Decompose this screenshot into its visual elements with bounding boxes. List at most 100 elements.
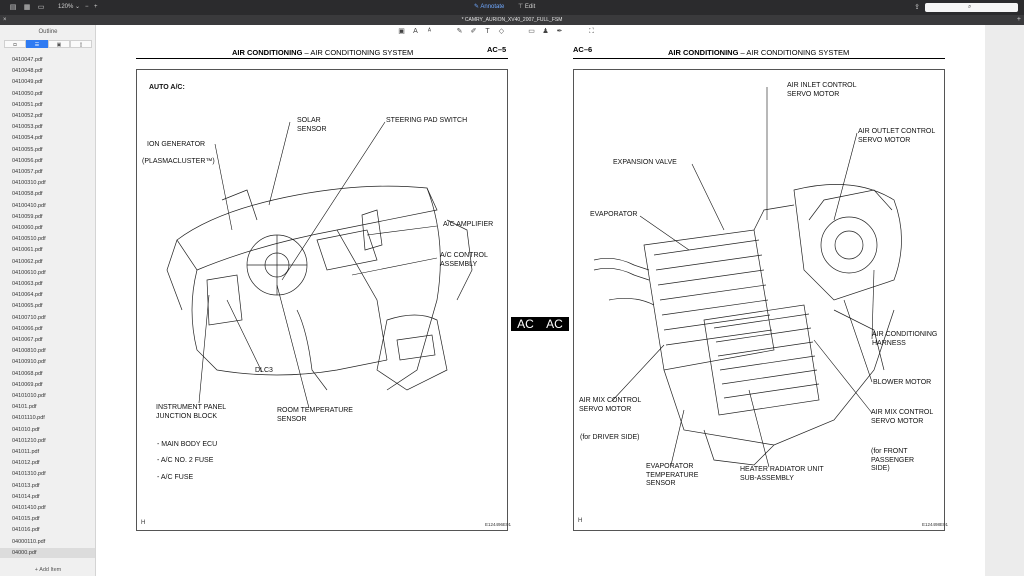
outline-item[interactable]: 041013.pdf [0, 481, 95, 491]
instrument-panel-label: INSTRUMENT PANEL JUNCTION BLOCK [156, 404, 226, 421]
pen-icon[interactable]: ✎ [455, 28, 464, 36]
scroll-gutter[interactable] [985, 25, 1024, 576]
outline-item[interactable]: 041014.pdf [0, 492, 95, 502]
pages-tab[interactable]: ▯ [70, 40, 92, 48]
outline-item[interactable]: 041016.pdf [0, 525, 95, 535]
ac-harness-label: AIR CONDITIONING HARNESS [872, 331, 937, 348]
outline-item[interactable]: 04101310.pdf [0, 469, 95, 479]
left-page-code: AC–5 [487, 45, 506, 54]
zoom-in-button[interactable]: + [94, 3, 98, 12]
edit-button[interactable]: ⊤ Edit [518, 3, 535, 12]
steering-pad-label: STEERING PAD SWITCH [386, 117, 467, 126]
outline-item[interactable]: 041010.pdf [0, 425, 95, 435]
right-page-header: AIR CONDITIONING – AIR CONDITIONING SYST… [668, 48, 849, 57]
left-figure-panel: AUTO A/C: SOLAR SENSOR STEERING PAD SWIT… [136, 69, 508, 531]
note-ac-no2-fuse: - A/C NO. 2 FUSE [157, 457, 213, 466]
outline-item[interactable]: 0410056.pdf [0, 156, 95, 166]
driver-side-label: (for DRIVER SIDE) [580, 434, 640, 443]
outline-item[interactable]: 0410057.pdf [0, 167, 95, 177]
outline-item[interactable]: 04101110.pdf [0, 413, 95, 423]
outline-item[interactable]: 0410049.pdf [0, 77, 95, 87]
outline-item[interactable]: 041015.pdf [0, 514, 95, 524]
outline-item[interactable]: 04101.pdf [0, 402, 95, 412]
outline-item[interactable]: 04100510.pdf [0, 234, 95, 244]
zoom-select[interactable]: 120% ⌄ [58, 3, 80, 12]
sidebar-icon[interactable]: ▤ [8, 3, 18, 12]
outline-item[interactable]: 0410059.pdf [0, 212, 95, 222]
outline-item[interactable]: 0410061.pdf [0, 245, 95, 255]
outline-item[interactable]: 0410067.pdf [0, 335, 95, 345]
ac-tab-left: AC [511, 317, 540, 331]
signature-icon[interactable]: ✒ [555, 28, 564, 36]
annotate-button[interactable]: ✎ Annotate [474, 3, 504, 12]
outline-item[interactable]: 0410062.pdf [0, 257, 95, 267]
grid-icon[interactable]: ▦ [22, 3, 32, 12]
share-icon[interactable]: ⇪ [912, 3, 922, 12]
outline-item[interactable]: 0410066.pdf [0, 324, 95, 334]
stamp-icon[interactable]: ♟ [541, 28, 550, 36]
outline-item[interactable]: 0410052.pdf [0, 111, 95, 121]
solar-sensor-label: SOLAR SENSOR [297, 117, 327, 134]
outline-item[interactable]: 0410065.pdf [0, 301, 95, 311]
outline-item[interactable]: 0410068.pdf [0, 369, 95, 379]
outline-item[interactable]: 041012.pdf [0, 458, 95, 468]
outline-item[interactable]: 04100610.pdf [0, 268, 95, 278]
left-page-header: AIR CONDITIONING – AIR CONDITIONING SYST… [232, 48, 413, 57]
zoom-out-button[interactable]: − [85, 3, 89, 12]
outline-item[interactable]: 0410047.pdf [0, 55, 95, 65]
blower-motor-label: BLOWER MOTOR [873, 379, 931, 388]
outline-item[interactable]: 04101410.pdf [0, 503, 95, 513]
text-box-icon[interactable]: ▣ [397, 28, 406, 36]
right-page-code: AC–6 [573, 45, 592, 54]
outline-item[interactable]: 04000.pdf [0, 548, 95, 558]
font-icon[interactable]: ᴬ [425, 28, 434, 36]
plasmacluster-label: (PLASMACLUSTER™) [142, 158, 215, 167]
outline-item[interactable]: 0410053.pdf [0, 122, 95, 132]
shapes-icon[interactable]: ◇ [497, 28, 506, 36]
outline-item[interactable]: 04101210.pdf [0, 436, 95, 446]
outline-item[interactable]: 0410051.pdf [0, 100, 95, 110]
ac-amplifier-label: A/C AMPLIFIER [443, 221, 493, 230]
highlighter-icon[interactable]: ✐ [469, 28, 478, 36]
outline-item[interactable]: 0410050.pdf [0, 89, 95, 99]
outline-item[interactable]: 0410048.pdf [0, 66, 95, 76]
outline-item[interactable]: 0410055.pdf [0, 145, 95, 155]
search-input[interactable]: ⌕ [925, 3, 1018, 12]
outline-item[interactable]: 0410058.pdf [0, 189, 95, 199]
outline-item[interactable]: 04000110.pdf [0, 537, 95, 547]
outline-item[interactable]: 041011.pdf [0, 447, 95, 457]
right-header-rule [573, 58, 945, 59]
air-inlet-label: AIR INLET CONTROL SERVO MOTOR [787, 82, 857, 99]
outline-item[interactable]: 04100310.pdf [0, 178, 95, 188]
ac-tab-right: AC [540, 317, 569, 331]
outline-item[interactable]: 04100910.pdf [0, 357, 95, 367]
outline-sidebar: Outline ◘ ☰ ▣ ▯ 0410047.pdf0410048.pdf04… [0, 25, 96, 576]
heater-radiator-label: HEATER RADIATOR UNIT SUB-ASSEMBLY [740, 466, 824, 483]
outline-item[interactable]: 0410054.pdf [0, 133, 95, 143]
fullscreen-icon[interactable]: ⛶ [587, 28, 596, 36]
layout-icon[interactable]: ▭ [36, 3, 46, 12]
outline-item[interactable]: 0410069.pdf [0, 380, 95, 390]
add-item-button[interactable]: + Add Item [0, 567, 96, 573]
air-mix-driver-label: AIR MIX CONTROL SERVO MOTOR [579, 397, 641, 414]
outline-tab[interactable]: ☰ [26, 40, 48, 48]
outline-item[interactable]: 04100710.pdf [0, 313, 95, 323]
outline-item[interactable]: 0410063.pdf [0, 279, 95, 289]
top-toolbar: ▤ ▦ ▭ 120% ⌄ − + ✎ Annotate ⊤ Edit ⇪ ⌕ [0, 0, 1024, 15]
air-outlet-label: AIR OUTLET CONTROL SERVO MOTOR [858, 128, 935, 145]
outline-item[interactable]: 04100410.pdf [0, 201, 95, 211]
close-tab-icon[interactable]: × [3, 15, 7, 25]
thumbnail-tab[interactable]: ▣ [48, 40, 70, 48]
right-figure-id: E124498E01 [922, 522, 948, 527]
outline-item[interactable]: 04101010.pdf [0, 391, 95, 401]
bookmark-tab[interactable]: ◘ [4, 40, 26, 48]
note-main-body-ecu: - MAIN BODY ECU [157, 441, 217, 450]
comment-icon[interactable]: ▭ [527, 28, 536, 36]
text-tool-icon[interactable]: T [483, 28, 492, 36]
text-style-icon[interactable]: A [411, 28, 420, 36]
outline-item[interactable]: 04100810.pdf [0, 346, 95, 356]
dlc3-label: DLC3 [255, 367, 273, 376]
outline-item[interactable]: 0410060.pdf [0, 223, 95, 233]
new-tab-button[interactable]: + [1017, 15, 1021, 25]
outline-item[interactable]: 0410064.pdf [0, 290, 95, 300]
